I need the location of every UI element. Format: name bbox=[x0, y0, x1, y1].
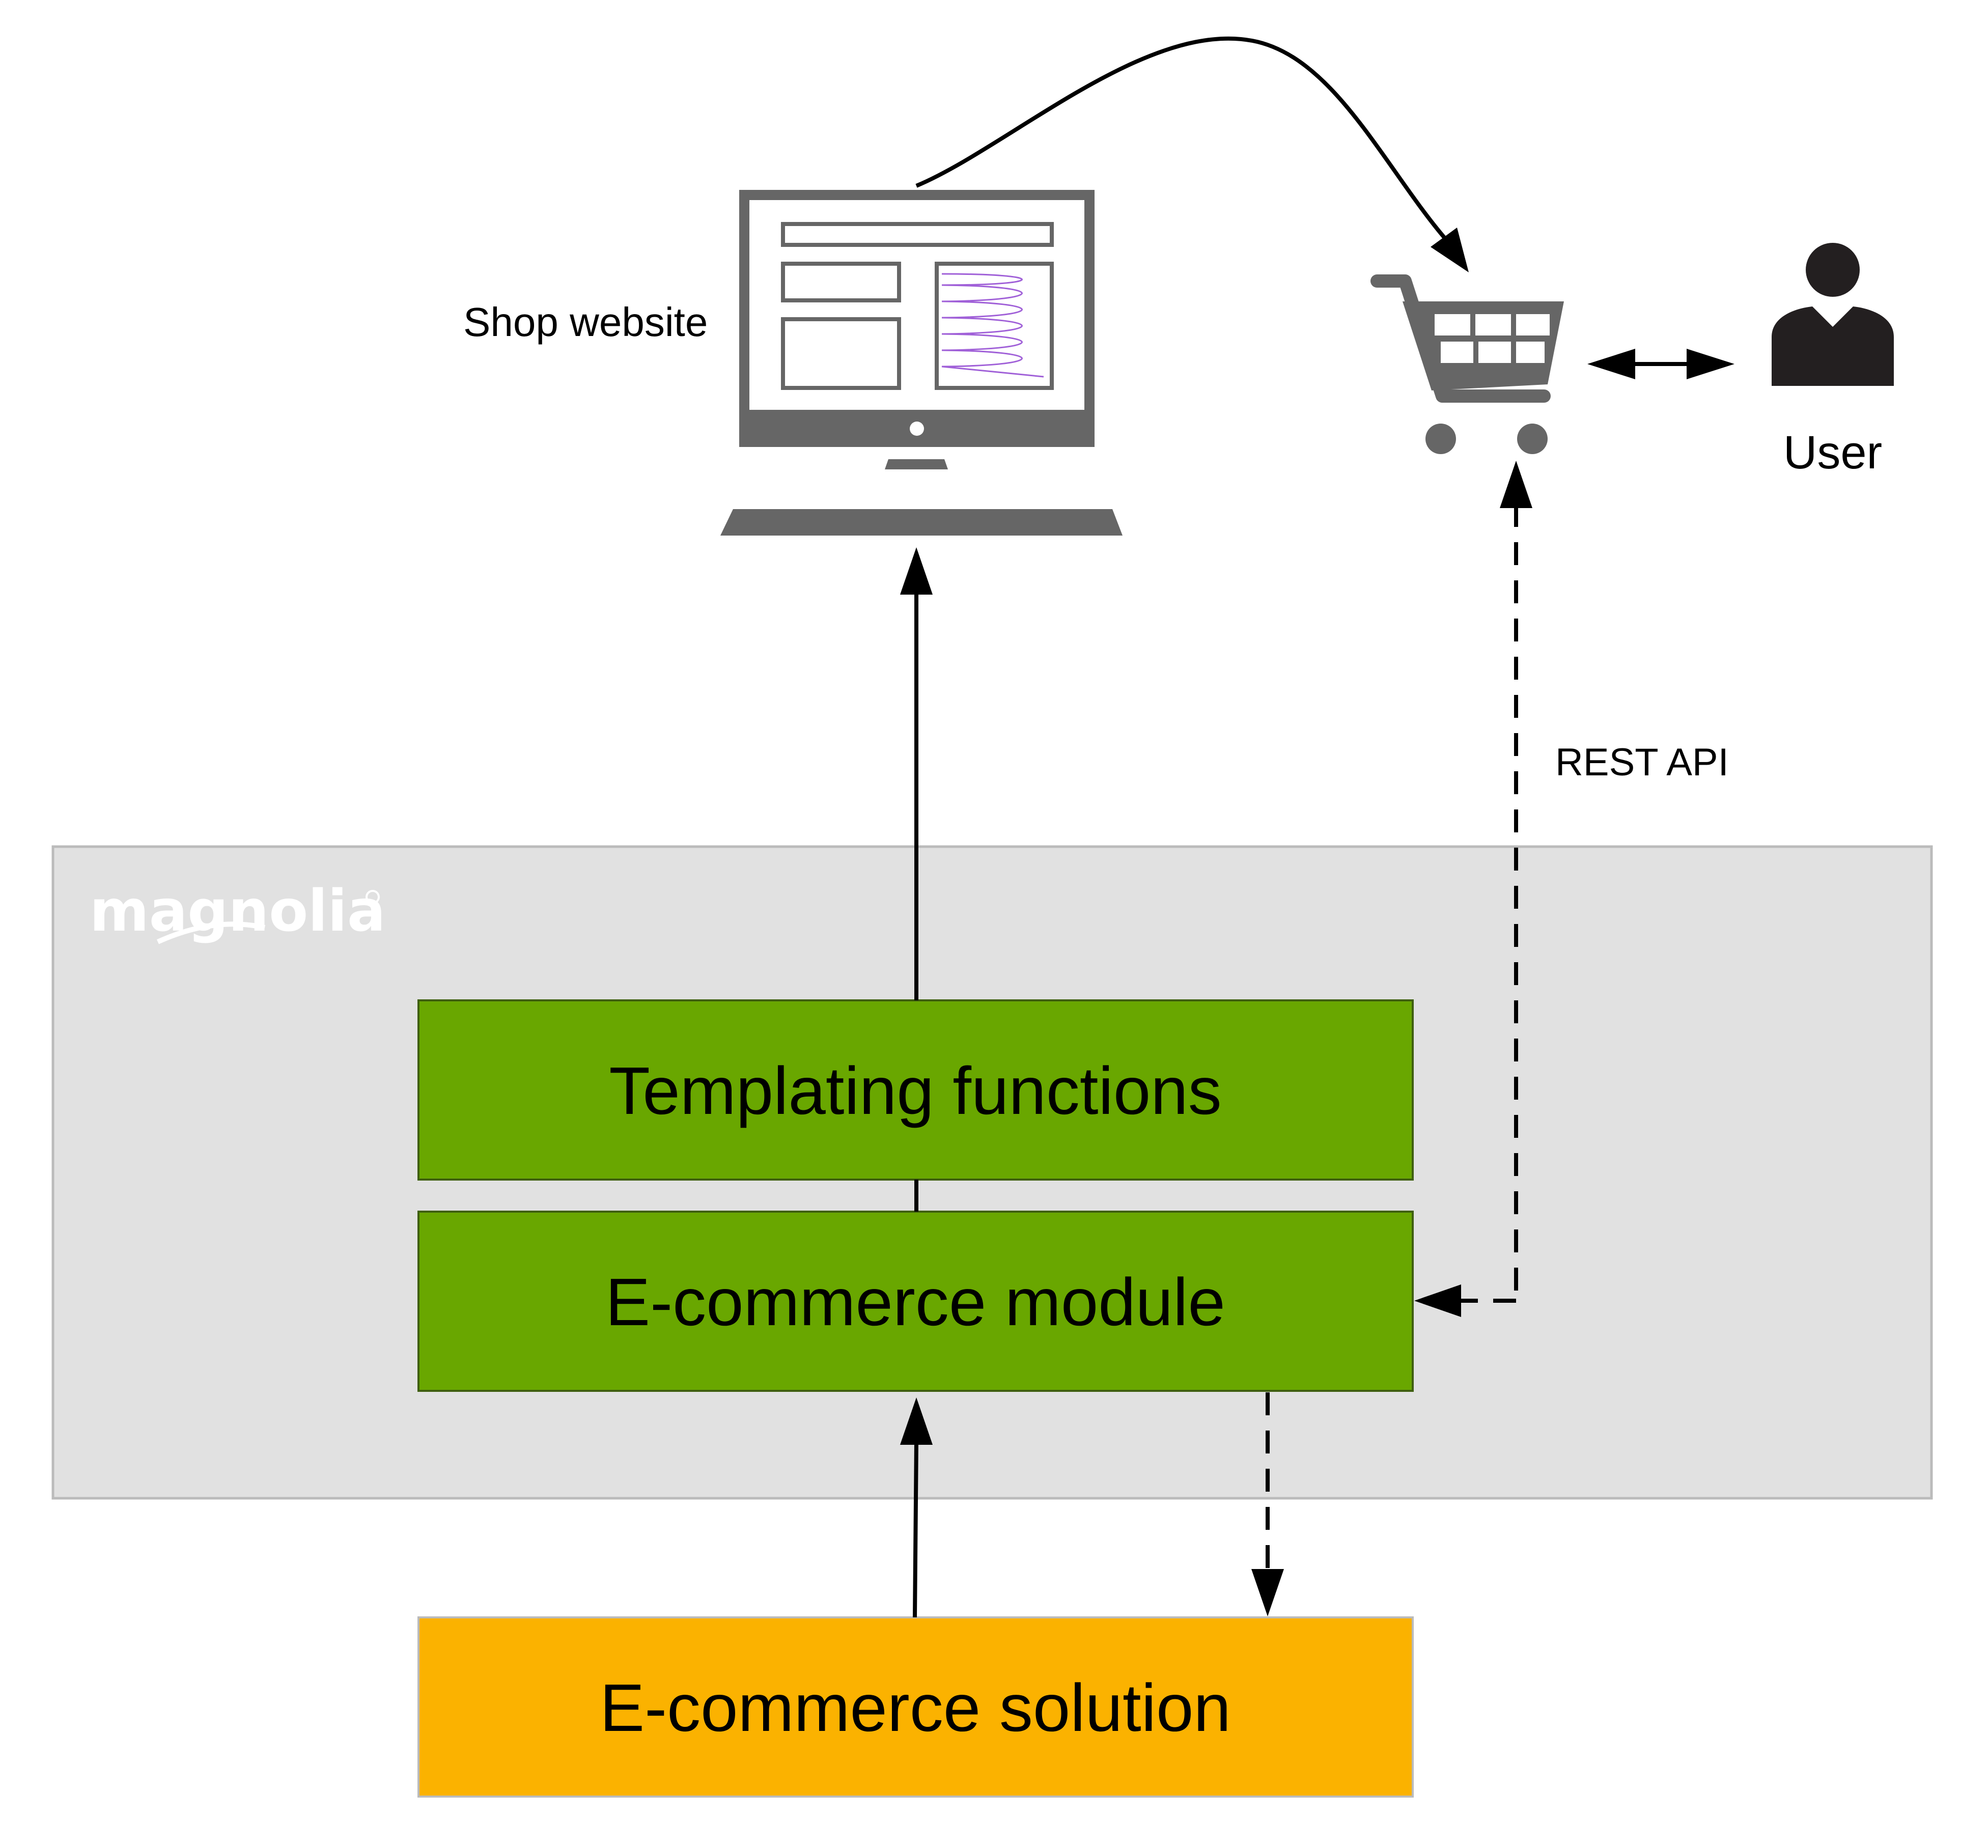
arrow-cart-user bbox=[1587, 349, 1734, 379]
shop-website-label: Shop website bbox=[463, 299, 708, 345]
monitor-icon bbox=[720, 190, 1123, 536]
arrow-website-to-cart bbox=[915, 36, 1469, 272]
ecommerce-module-label: E-commerce module bbox=[605, 1265, 1225, 1339]
arrow-rest-api-dashed bbox=[1414, 461, 1532, 1317]
ecommerce-solution-label: E-commerce solution bbox=[600, 1670, 1231, 1745]
shopping-cart-icon bbox=[1370, 274, 1564, 454]
user-label: User bbox=[1783, 427, 1882, 479]
rest-api-label: REST API bbox=[1555, 741, 1729, 784]
templating-functions-box bbox=[417, 999, 1414, 1181]
templating-functions-label: Templating functions bbox=[609, 1053, 1221, 1128]
arrow-templating-to-website bbox=[900, 547, 933, 1000]
ecommerce-solution-box bbox=[417, 1616, 1414, 1798]
magnolia-logo: magnolia bbox=[90, 878, 386, 944]
magnolia-logo-text: magnolia bbox=[90, 878, 386, 944]
arrow-module-to-solution-dashed bbox=[1251, 1392, 1284, 1616]
arrow-solution-to-module bbox=[900, 1397, 933, 1618]
user-icon bbox=[1772, 243, 1894, 386]
